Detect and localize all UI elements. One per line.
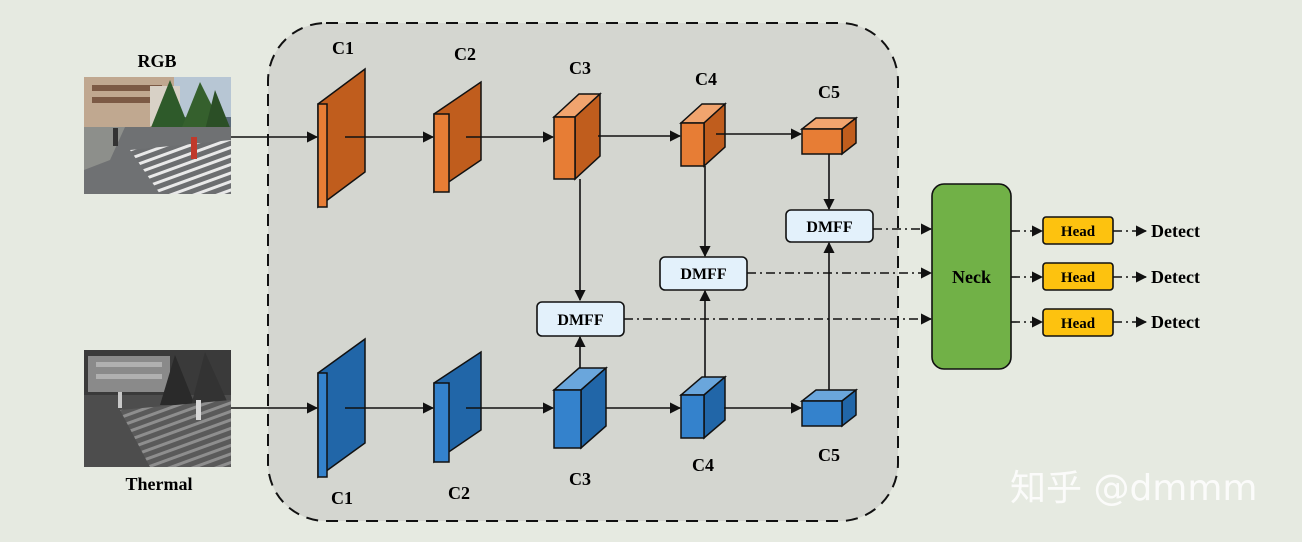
detect-label-1: Detect	[1151, 221, 1200, 241]
svg-text:Head: Head	[1061, 316, 1096, 332]
head-box-3: Head	[1042, 308, 1114, 337]
detect-label-3: Detect	[1151, 312, 1200, 332]
rgb-block-c4	[679, 102, 727, 168]
rgb-block-c3	[552, 92, 602, 181]
thermal-stage-label-c4: C4	[692, 455, 714, 475]
svg-text:DMFF: DMFF	[680, 266, 726, 283]
rgb-stream-arrows	[231, 128, 803, 143]
thermal-block-c5	[799, 388, 859, 428]
svg-text:DMFF: DMFF	[557, 312, 603, 329]
rgb-block-c5	[799, 116, 859, 156]
svg-text:Neck: Neck	[952, 267, 991, 287]
thermal-block-c4	[678, 375, 728, 440]
thermal-image	[84, 350, 231, 467]
rgb-stage-label-c1: C1	[332, 38, 354, 58]
rgb-stage-label-c2: C2	[454, 44, 476, 64]
detect-label-2: Detect	[1151, 267, 1200, 287]
dmff-box-2: DMFF	[659, 256, 748, 291]
thermal-stage-label-c3: C3	[569, 469, 591, 489]
dmff-box-3: DMFF	[785, 209, 874, 243]
rgb-block-c1	[317, 67, 366, 209]
head-box-1: Head	[1042, 216, 1114, 245]
rgb-block-c2	[433, 80, 482, 194]
thermal-stage-label-c2: C2	[448, 483, 470, 503]
head-box-2: Head	[1042, 262, 1114, 291]
thermal-stage-label-c5: C5	[818, 445, 840, 465]
thermal-block-c1	[317, 337, 366, 479]
thermal-block-c3	[552, 366, 608, 450]
dmff-box-1: DMFF	[536, 301, 625, 337]
svg-text:Head: Head	[1061, 270, 1096, 286]
rgb-image	[84, 77, 231, 194]
svg-text:Head: Head	[1061, 224, 1096, 240]
fusion-to-neck-arrows	[624, 223, 933, 325]
svg-text:DMFF: DMFF	[806, 219, 852, 236]
thermal-label: Thermal	[126, 474, 193, 494]
rgb-stage-label-c4: C4	[695, 69, 717, 89]
thermal-block-c2	[433, 350, 482, 464]
fusion-input-arrows	[574, 154, 835, 390]
backbone-panel	[267, 22, 899, 522]
rgb-label: RGB	[137, 51, 176, 71]
rgb-stage-label-c5: C5	[818, 82, 840, 102]
neck-block: Neck	[931, 183, 1012, 370]
neck-to-head-arrows	[1011, 225, 1148, 328]
watermark: 知乎 @dmmm	[1010, 468, 1258, 509]
thermal-stage-label-c1: C1	[331, 488, 353, 508]
rgb-stage-label-c3: C3	[569, 58, 591, 78]
